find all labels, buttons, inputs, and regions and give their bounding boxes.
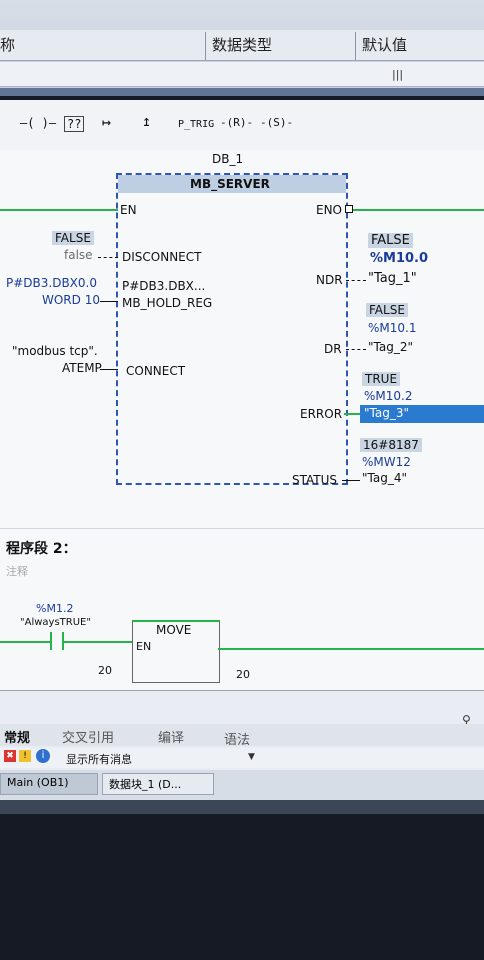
normally-open-contact-button[interactable]: —( )— (20, 116, 57, 130)
network-2-comment[interactable]: 注释 (6, 565, 28, 578)
connect-operand-member[interactable]: ATEMP (62, 361, 102, 375)
column-default-value[interactable]: 默认值 (362, 36, 408, 54)
tab-general[interactable]: 常规 (4, 731, 31, 746)
editor-tab-label: Main (OB1) (7, 776, 69, 789)
block-title: MB_SERVER (190, 177, 270, 191)
error-filter-icon[interactable]: ✖ (4, 750, 16, 762)
inspector-tab-bar (0, 724, 484, 746)
open-branch-button[interactable]: ↦ (102, 113, 112, 131)
disconnect-status-value: FALSE (52, 231, 94, 245)
mb-server-block[interactable] (116, 173, 348, 485)
dr-pin: DR (324, 342, 342, 356)
move-out-value[interactable]: 20 (236, 668, 250, 681)
close-branch-button[interactable]: ↥ (142, 112, 152, 130)
error-tag[interactable]: "Tag_3" (364, 406, 409, 420)
set-coil-button[interactable]: -(S)- (260, 116, 294, 129)
contact-left-bar (50, 632, 52, 650)
ndr-wire (346, 280, 366, 281)
error-wire (344, 413, 362, 415)
holdreg-address[interactable]: P#DB3.DBX0.0 (6, 276, 97, 290)
column-divider (205, 32, 206, 60)
status-pin: STATUS (292, 473, 338, 487)
dr-address[interactable]: %M10.1 (368, 321, 417, 335)
status-monitor-value: 16#8187 (360, 438, 422, 452)
holdreg-pin: MB_HOLD_REG (122, 296, 213, 310)
status-wire (342, 480, 360, 481)
selected-operand-highlight (360, 405, 484, 423)
ndr-status-value: FALSE (368, 233, 413, 248)
editor-tab-label: 数据块_1 (D... (109, 778, 182, 791)
connect-pin: CONNECT (126, 364, 186, 378)
error-address[interactable]: %M10.2 (364, 389, 413, 403)
message-filter-row (0, 748, 484, 768)
rung-wire-left (0, 641, 50, 643)
info-filter-icon[interactable]: i (36, 749, 50, 763)
eno-wire (348, 209, 484, 211)
editor-tab-main-ob1[interactable]: Main (OB1) (0, 773, 98, 795)
interface-scroll-row (0, 62, 484, 87)
tab-compile[interactable]: 编译 (158, 731, 185, 746)
column-data-type[interactable]: 数据类型 (212, 36, 273, 54)
status-tag[interactable]: "Tag_4" (362, 471, 407, 485)
disconnect-operand[interactable]: false (64, 248, 93, 262)
move-block-title: MOVE (156, 623, 192, 637)
editor-tab-data-block[interactable]: 数据块_1 (D... (102, 773, 214, 795)
dr-wire (346, 349, 366, 350)
move-en-pin: EN (136, 640, 152, 653)
dr-tag[interactable]: "Tag_2" (368, 340, 413, 354)
network-2-title[interactable]: 程序段 2： (6, 541, 77, 557)
error-pin: ERROR (300, 407, 343, 421)
network-separator (0, 528, 484, 529)
connect-wire (100, 369, 118, 370)
disconnect-pin: DISCONNECT (122, 250, 202, 264)
status-bar (0, 800, 484, 814)
splitter-grip-icon[interactable]: ||| (392, 68, 404, 81)
contact-tag[interactable]: "AlwaysTRUE" (20, 617, 91, 628)
holdreg-type[interactable]: WORD 10 (42, 293, 100, 307)
move-in-value[interactable]: 20 (98, 664, 112, 677)
tab-cross-reference[interactable]: 交叉引用 (62, 731, 115, 746)
ndr-pin: NDR (316, 273, 343, 287)
holdreg-wire (100, 301, 118, 302)
warning-filter-icon[interactable]: ! (19, 750, 31, 762)
search-icon[interactable]: ⚲ (462, 713, 471, 727)
splitter-bar[interactable] (0, 88, 484, 96)
ptrig-button[interactable]: P_TRIG (178, 119, 215, 130)
move-block[interactable] (132, 620, 220, 683)
ndr-tag[interactable]: "Tag_1" (368, 271, 417, 286)
contact-right-bar (62, 632, 64, 650)
holdreg-inner-value: P#DB3.DBX... (122, 279, 206, 293)
move-eno-wire (218, 648, 484, 650)
chevron-down-icon[interactable]: ▼ (248, 752, 255, 762)
reset-coil-button[interactable]: -(R)- (220, 116, 254, 129)
disconnect-wire (98, 257, 118, 258)
en-pin: EN (120, 203, 137, 217)
status-address[interactable]: %MW12 (362, 455, 411, 469)
block-header (118, 175, 346, 193)
eno-pin: ENO (316, 203, 343, 217)
dr-status-value: FALSE (366, 303, 408, 317)
contact-out-wire (64, 641, 132, 643)
ladder-toolbar (0, 100, 484, 151)
empty-box-button[interactable]: ?? (64, 116, 85, 132)
message-filter-select[interactable]: 显示所有消息 (66, 753, 132, 766)
error-status-value: TRUE (362, 372, 401, 386)
tab-syntax[interactable]: 语法 (224, 733, 251, 748)
eno-connector (345, 205, 353, 213)
power-rail-wire (0, 209, 118, 211)
interface-column-header (0, 30, 484, 61)
contact-address[interactable]: %M1.2 (36, 602, 74, 615)
column-name[interactable]: 称 (0, 36, 16, 54)
instance-db-name[interactable]: DB_1 (212, 152, 244, 166)
connect-operand[interactable]: "modbus tcp". (12, 344, 98, 358)
column-divider (355, 32, 356, 60)
ndr-address[interactable]: %M10.0 (370, 251, 429, 266)
